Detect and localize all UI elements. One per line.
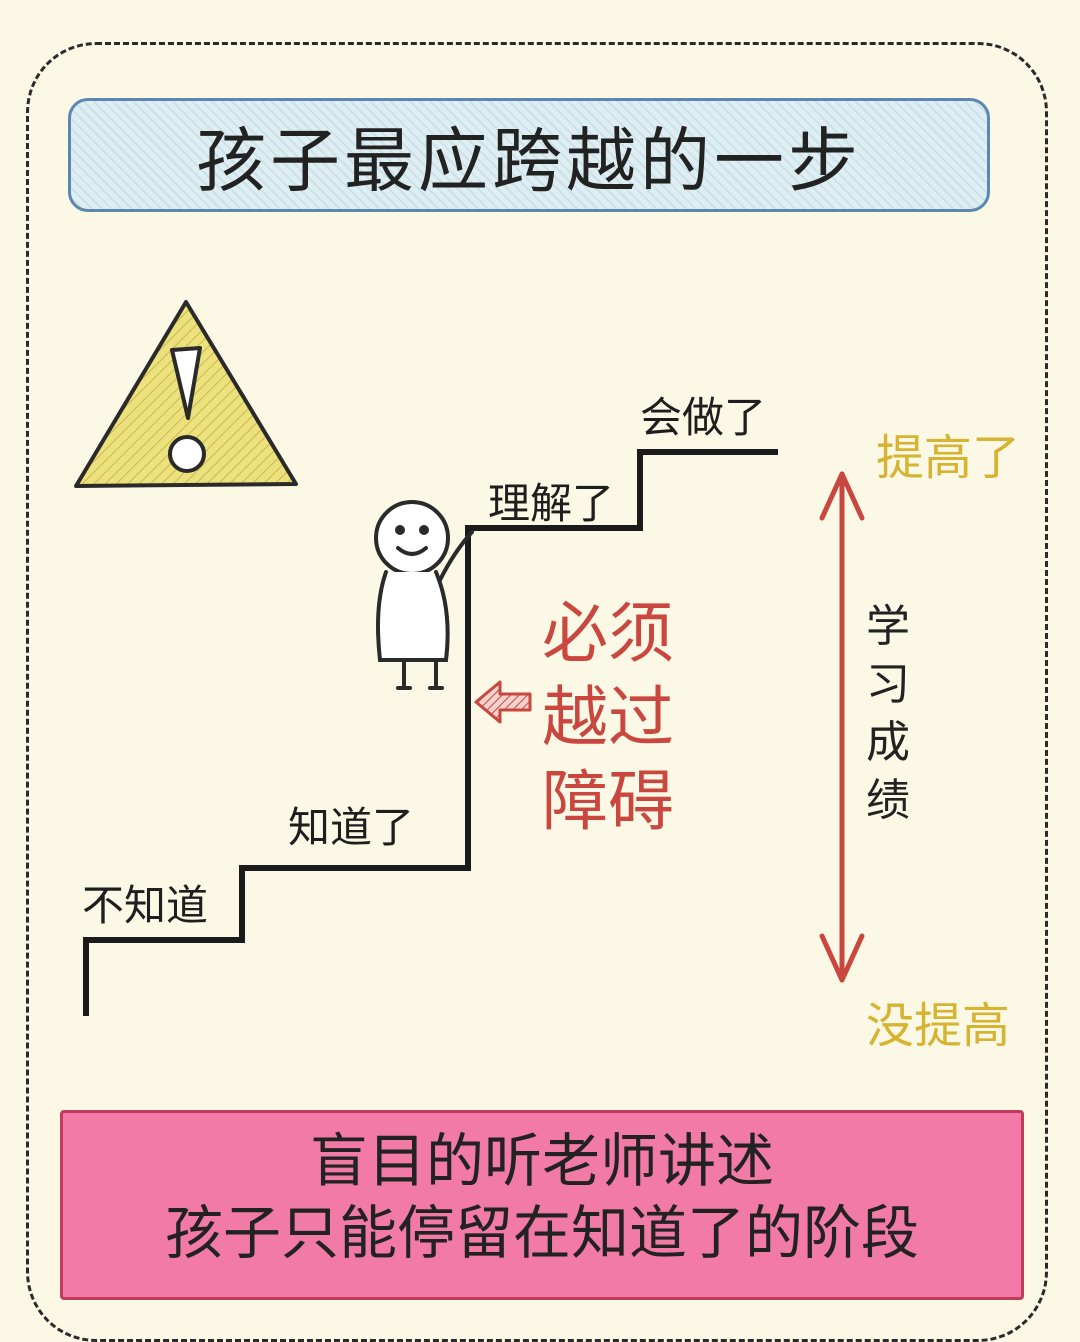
stick-figure <box>374 500 474 690</box>
warning-triangle-icon <box>74 300 298 488</box>
scale-axis-label: 学习成绩 <box>866 601 910 826</box>
step-label-understand: 理解了 <box>488 479 615 528</box>
staircase-line <box>83 449 778 1016</box>
conclusion-line-1: 盲目的听老师讲述 <box>309 1127 774 1195</box>
left-arrow-icon <box>474 680 532 724</box>
step-label-can-do: 会做了 <box>640 393 767 442</box>
scale-top-label: 提高了 <box>876 430 1021 486</box>
title-banner: 孩子最应跨越的一步 <box>68 98 990 212</box>
conclusion-box: 盲目的听老师讲述 孩子只能停留在知道了的阶段 <box>60 1110 1024 1300</box>
step-label-know: 知道了 <box>288 803 415 852</box>
obstacle-text: 必须越过障碍 <box>542 595 674 840</box>
double-arrow-icon <box>819 471 865 983</box>
conclusion-line-2: 孩子只能停留在知道了的阶段 <box>164 1199 919 1267</box>
page-title: 孩子最应跨越的一步 <box>196 119 862 202</box>
scale-bottom-label: 没提高 <box>866 998 1011 1054</box>
staircase-diagram <box>74 300 865 1016</box>
step-label-dont-know: 不知道 <box>82 881 209 930</box>
